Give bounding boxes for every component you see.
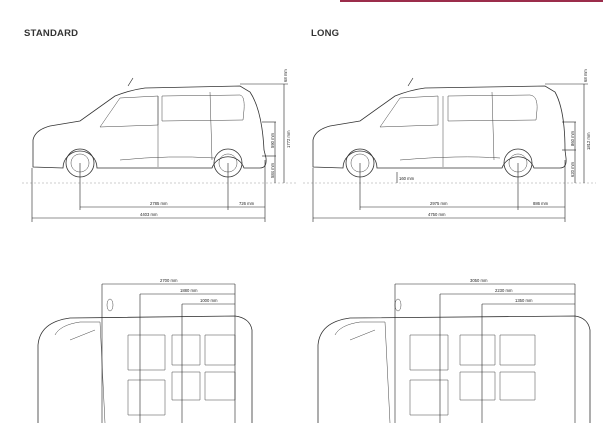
long-top-view: 3050 mm 2230 mm 1350 mm <box>317 278 591 423</box>
standard-side-view: 2785 mm 726 mm 4403 mm 68 mm 1772 mm 590… <box>22 69 296 222</box>
long-van-top-outline <box>317 315 591 423</box>
rear-opening-label: 860 mm <box>570 130 575 146</box>
overall-length-label: 4403 mm <box>140 212 158 217</box>
long-side-view: 160 mm 2975 mm 886 mm 4750 mm 68 mm 1812… <box>303 69 596 222</box>
load-length-1-label: 3050 mm <box>470 278 488 283</box>
mirror <box>106 298 114 312</box>
rear-overhang-label: 726 mm <box>239 201 255 206</box>
rear-overhang-label: 886 mm <box>533 201 549 206</box>
long-windows <box>379 91 538 167</box>
accent-bar <box>340 0 603 2</box>
load-length-3-label: 1000 mm <box>200 298 218 303</box>
load-length-1-label: 2700 mm <box>160 278 178 283</box>
sill-height-label: 584 mm <box>270 162 275 178</box>
standard-windows <box>99 91 245 167</box>
overall-length-label: 4750 mm <box>428 212 446 217</box>
long-van-side-outline <box>312 85 567 169</box>
load-length-3-label: 1350 mm <box>515 298 533 303</box>
standard-top-view: 2700 mm 1880 mm 1000 mm <box>37 278 253 423</box>
roof-rail-label: 68 mm <box>583 69 588 82</box>
rear-opening-label: 590 mm <box>270 132 275 148</box>
standard-title: STANDARD <box>24 28 79 39</box>
standard-van-top-outline <box>37 315 253 423</box>
mirror <box>394 298 402 312</box>
standard-seats <box>54 321 236 423</box>
ground-clearance-label: 160 mm <box>399 176 415 181</box>
long-title: LONG <box>311 28 340 39</box>
load-length-2-label: 2230 mm <box>495 288 513 293</box>
roof-rail-label: 68 mm <box>283 69 288 82</box>
overall-height-label: 1772 mm <box>286 130 291 148</box>
overall-height-label: 1812 mm <box>586 132 591 150</box>
sill-height-label: 620 mm <box>570 161 575 177</box>
wheelbase-label: 2785 mm <box>150 201 168 206</box>
long-seats <box>334 321 536 423</box>
load-length-2-label: 1880 mm <box>180 288 198 293</box>
wheelbase-label: 2975 mm <box>430 201 448 206</box>
